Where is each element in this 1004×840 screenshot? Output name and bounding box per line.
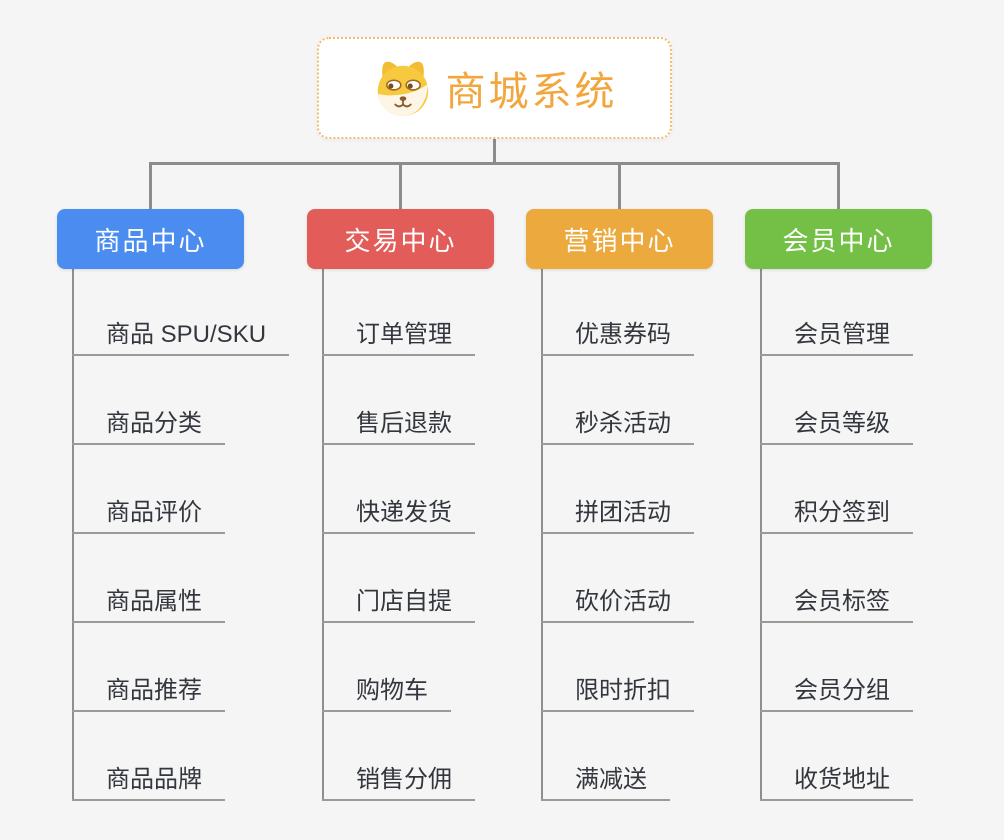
leaf-item[interactable]: 秒杀活动 bbox=[541, 409, 694, 445]
root-title: 商城系统 bbox=[445, 70, 618, 114]
leaf-item[interactable]: 售后退款 bbox=[322, 409, 475, 445]
branch-member-center[interactable]: 会员中心 bbox=[745, 209, 932, 269]
dog-face-icon bbox=[372, 57, 434, 119]
connector-drop-1 bbox=[149, 162, 152, 210]
connector-spine-1 bbox=[72, 268, 74, 801]
leaf-item[interactable]: 销售分佣 bbox=[322, 765, 475, 801]
connector-spine-4 bbox=[760, 268, 762, 801]
leaf-item[interactable]: 门店自提 bbox=[322, 587, 475, 623]
leaf-item[interactable]: 商品推荐 bbox=[72, 676, 225, 712]
connector-drop-4 bbox=[837, 162, 840, 210]
leaf-item[interactable]: 商品 SPU/SKU bbox=[72, 320, 290, 356]
branch-marketing-center[interactable]: 营销中心 bbox=[526, 209, 713, 269]
connector-trunk bbox=[149, 162, 840, 165]
branch-trade-center[interactable]: 交易中心 bbox=[307, 209, 494, 269]
branch-product-center[interactable]: 商品中心 bbox=[57, 209, 244, 269]
leaf-item[interactable]: 积分签到 bbox=[760, 498, 913, 534]
leaf-item[interactable]: 会员标签 bbox=[760, 587, 913, 623]
connector-spine-2 bbox=[322, 268, 324, 801]
leaf-item[interactable]: 满减送 bbox=[541, 765, 670, 801]
connector-drop-2 bbox=[399, 162, 402, 210]
leaf-item[interactable]: 会员分组 bbox=[760, 676, 913, 712]
leaf-item[interactable]: 商品属性 bbox=[72, 587, 225, 623]
leaf-item[interactable]: 快递发货 bbox=[322, 498, 475, 534]
leaf-item[interactable]: 购物车 bbox=[322, 676, 451, 712]
leaf-item[interactable]: 商品分类 bbox=[72, 409, 225, 445]
leaf-item[interactable]: 订单管理 bbox=[322, 320, 475, 356]
root-node[interactable]: 商城系统 bbox=[317, 37, 672, 139]
leaf-item[interactable]: 优惠券码 bbox=[541, 320, 694, 356]
connector-root-stub bbox=[493, 139, 496, 165]
leaf-item[interactable]: 拼团活动 bbox=[541, 498, 694, 534]
leaf-item[interactable]: 收货地址 bbox=[760, 765, 913, 801]
leaf-item[interactable]: 砍价活动 bbox=[541, 587, 694, 623]
connector-spine-3 bbox=[541, 268, 543, 801]
leaf-item[interactable]: 商品品牌 bbox=[72, 765, 225, 801]
connector-drop-3 bbox=[618, 162, 621, 210]
leaf-item[interactable]: 会员管理 bbox=[760, 320, 913, 356]
leaf-item[interactable]: 限时折扣 bbox=[541, 676, 694, 712]
leaf-item[interactable]: 会员等级 bbox=[760, 409, 913, 445]
leaf-item[interactable]: 商品评价 bbox=[72, 498, 225, 534]
